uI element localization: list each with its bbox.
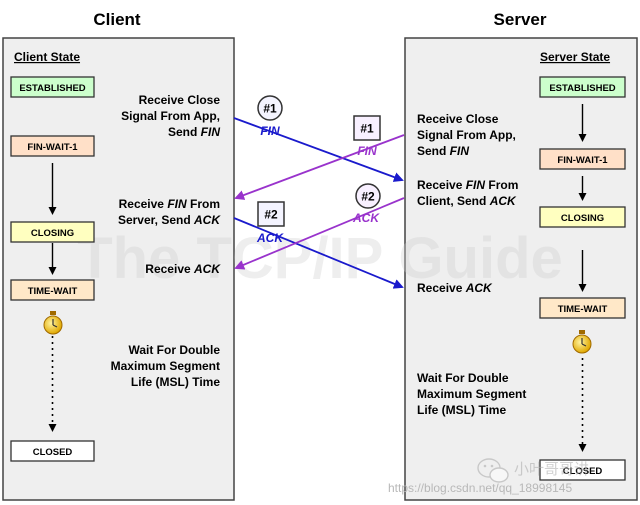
- server-label-receive-fin-1: Receive FIN From: [417, 178, 518, 192]
- server-label-wait-2: Maximum Segment: [417, 387, 526, 401]
- client-panel: [2, 37, 235, 501]
- server-label-receive-ack: Receive ACK: [417, 281, 493, 295]
- message-label-client-ack: ACK: [256, 231, 284, 245]
- client-state-fin-wait-1-label: FIN-WAIT-1: [27, 142, 78, 153]
- message-label-client-fin: FIN: [260, 124, 280, 138]
- client-label-wait-1: Wait For Double: [128, 343, 220, 357]
- client-label-receive-fin-2: Server, Send ACK: [118, 213, 221, 227]
- message-badge-server-fin: #1: [353, 115, 381, 141]
- server-label-wait-3: Life (MSL) Time: [417, 403, 506, 417]
- server-state-fin-wait-1: FIN-WAIT-1: [539, 148, 626, 170]
- message-label-server-ack: ACK: [352, 211, 380, 225]
- message-arrow-server-fin: [234, 134, 405, 200]
- message-arrow-client-ack: [233, 217, 404, 289]
- client-state-established: ESTABLISHED: [10, 76, 95, 98]
- client-state-fin-wait-1: FIN-WAIT-1: [10, 135, 95, 157]
- server-state-fin-wait-1-label: FIN-WAIT-1: [557, 155, 608, 166]
- server-state-closed-label: CLOSED: [563, 466, 603, 477]
- server-label-receive-fin-2: Client, Send ACK: [417, 194, 517, 208]
- message-badge-client-ack: #2: [257, 201, 285, 227]
- client-state-closing-label: CLOSING: [31, 228, 74, 239]
- client-state-closing: CLOSING: [10, 221, 95, 243]
- message-badge-client-ack-text: #2: [264, 208, 278, 222]
- message-badge-client-fin-text: #1: [263, 102, 277, 116]
- server-state-time-wait: TIME-WAIT: [539, 297, 626, 319]
- server-label-receive-close-3: Send FIN: [417, 144, 469, 158]
- client-state-established-label: ESTABLISHED: [19, 83, 85, 94]
- client-state-time-wait: TIME-WAIT: [10, 279, 95, 301]
- client-label-receive-ack: Receive ACK: [145, 262, 221, 276]
- message-badge-server-fin-text: #1: [360, 122, 374, 136]
- client-state-closed: CLOSED: [10, 440, 95, 462]
- server-label-wait-1: Wait For Double: [417, 371, 509, 385]
- client-label-wait-3: Life (MSL) Time: [131, 375, 220, 389]
- footer-url: https://blog.csdn.net/qq_18998145: [388, 481, 572, 495]
- message-arrow-server-ack: [234, 197, 405, 270]
- server-state-time-wait-label: TIME-WAIT: [558, 304, 608, 315]
- message-badge-client-fin: #1: [257, 95, 283, 121]
- server-state-established: ESTABLISHED: [539, 76, 626, 98]
- client-label-receive-close-2: Signal From App,: [121, 109, 220, 123]
- server-label-receive-close-2: Signal From App,: [417, 128, 516, 142]
- server-state-closing: CLOSING: [539, 206, 626, 228]
- server-state-closed: CLOSED: [539, 459, 626, 481]
- server-header: Server: [494, 10, 547, 29]
- server-panel-title: Server State: [540, 50, 610, 64]
- server-clock-icon: [572, 330, 592, 354]
- client-header: Client: [93, 10, 141, 29]
- client-label-wait-2: Maximum Segment: [111, 359, 220, 373]
- client-label-receive-close-3: Send FIN: [168, 125, 220, 139]
- client-state-closed-label: CLOSED: [33, 447, 73, 458]
- client-label-receive-close-1: Receive Close: [139, 93, 221, 107]
- wechat-icon: [477, 458, 509, 483]
- message-arrow-client-fin: [233, 117, 404, 182]
- message-label-server-fin: FIN: [357, 144, 377, 158]
- client-state-time-wait-label: TIME-WAIT: [28, 286, 78, 297]
- server-label-receive-close-1: Receive Close: [417, 112, 499, 126]
- client-clock-icon: [43, 311, 63, 335]
- wechat-name: 小叶哥哥讲: [514, 460, 589, 478]
- server-state-closing-label: CLOSING: [561, 213, 604, 224]
- watermark: The TCP/IP Guide: [77, 226, 563, 291]
- client-label-receive-fin-1: Receive FIN From: [119, 197, 220, 211]
- message-badge-server-ack-text: #2: [361, 190, 375, 204]
- server-state-established-label: ESTABLISHED: [549, 83, 615, 94]
- message-badge-server-ack: #2: [355, 183, 381, 209]
- client-panel-title: Client State: [14, 50, 80, 64]
- server-panel: [404, 37, 638, 501]
- wechat-watermark: 小叶哥哥讲: [477, 458, 589, 483]
